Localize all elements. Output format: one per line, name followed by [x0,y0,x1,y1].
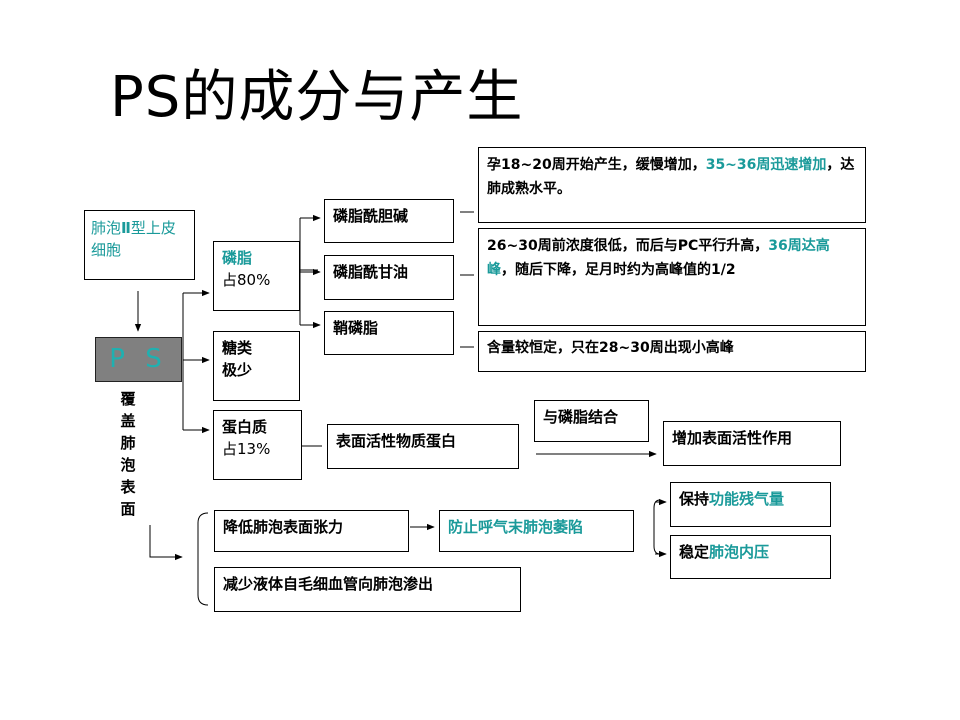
cover-alveolar-surface-label: 覆盖肺泡表面 [120,390,136,518]
sugar-box: 糖类 极少 [213,331,300,401]
protein-pct: 占13% [222,440,271,458]
keep-frc-box: 保持功能残气量 [670,482,831,527]
pc-note-part-b: 35~36周迅速增加 [705,157,827,173]
cell-label-part2: 型上皮细胞 [91,219,176,259]
pc-note-part-a: 孕18~20周开始产生，缓慢增加， [487,157,706,173]
reduce-tension-box: 降低肺泡表面张力 [214,510,409,552]
phospholipid-box: 磷脂 占80% [213,241,300,311]
keep-frc-part-a: 保持 [679,490,710,508]
protein-name: 蛋白质 [222,418,268,436]
pg-note-box: 26~30周前浓度很低，而后与PC平行升高，36周达高峰，随后下降，足月时约为高… [478,228,866,326]
surface-protein-box: 表面活性物质蛋白 [327,424,519,469]
pg-note-part-c: ，随后下降，足月时约为高峰值的1/2 [501,262,736,278]
pg-note-part-a: 26~30周前浓度很低，而后与PC平行升高， [487,238,769,254]
stabilize-pressure-part-b: 肺泡内压 [709,543,770,561]
increase-activity-box: 增加表面活性作用 [663,421,841,466]
ps-box: P S [95,337,182,382]
keep-frc-part-b: 功能残气量 [709,490,785,508]
cover-to-functions-arrow [149,525,183,561]
pg-note-part-b: 36周达高峰 [487,238,830,278]
bind-phospholipid-box: 与磷脂结合 [534,400,649,442]
pc-note-box: 孕18~20周开始产生，缓慢增加，35~36周迅速增加，达肺成熟水平。 [478,147,866,223]
pc-box: 磷脂酰胆碱 [324,199,454,243]
phospholipid-pct: 占80% [222,271,271,289]
phospholipid-name: 磷脂 [222,249,253,267]
prevent-collapse-box: 防止呼气末肺泡萎陷 [439,510,634,552]
protein-box: 蛋白质 占13% [213,410,302,480]
alveolar-type2-cell-box: 肺泡Ⅱ型上皮细胞 [84,210,195,280]
sm-note-box: 含量较恒定，只在28~30周出现小高峰 [478,331,866,372]
sugar-note: 极少 [222,361,253,379]
sugar-name: 糖类 [222,339,253,357]
cell-label-part1: 肺泡 [91,219,122,237]
functions-brace [197,512,209,606]
stabilize-pressure-box: 稳定肺泡内压 [670,535,831,579]
page-title: PS的成分与产生 [110,65,524,130]
prevent-brace [653,499,661,555]
pg-box: 磷脂酰甘油 [324,255,454,300]
reduce-leak-box: 减少液体自毛细血管向肺泡渗出 [214,567,521,612]
sm-box: 鞘磷脂 [324,311,454,355]
stabilize-pressure-part-a: 稳定 [679,543,710,561]
pc-note-part-c: ，达肺成熟水平。 [487,157,855,197]
cell-label-roman: Ⅱ [121,219,131,237]
